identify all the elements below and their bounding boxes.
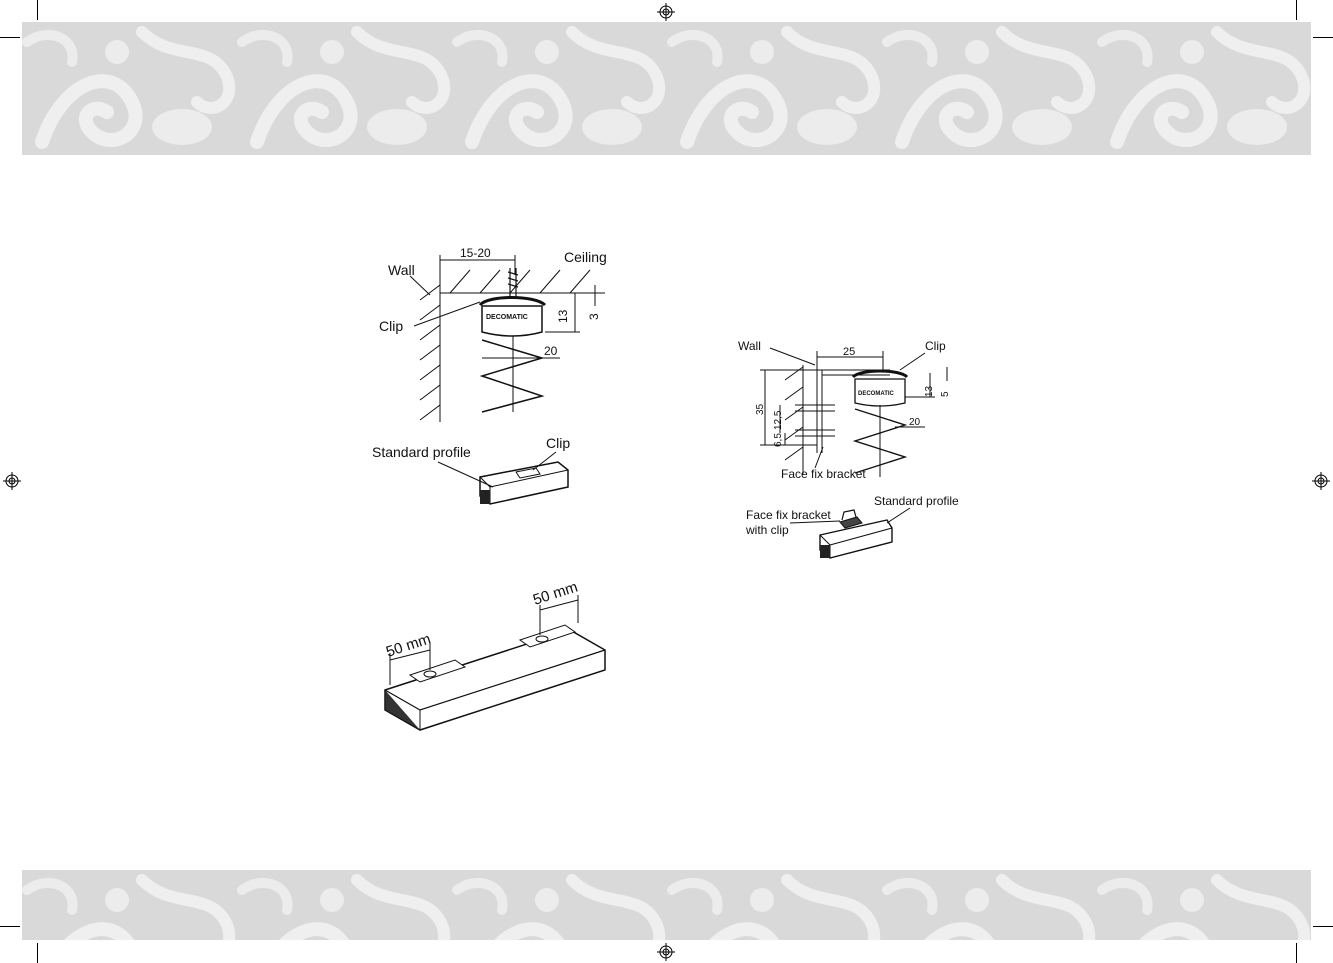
face-fix-bracket-detail: Face fix bracket with clip Standard prof… (745, 494, 959, 559)
crop-mark (1313, 926, 1333, 927)
spacing-right-label: 50 mm (531, 578, 580, 608)
face-fix-bracket-label: Face fix bracket (746, 508, 831, 522)
face-fix-bracket-label: Face fix bracket (781, 467, 866, 481)
dimension-screw-spacing: 12,5 (773, 410, 784, 430)
wall-fix-diagram: DECOMATIC Wall Clip 25 35 12,5 6,5 13 5 … (738, 339, 951, 481)
registration-mark-icon (1312, 472, 1330, 490)
standard-profile-label: Standard profile (372, 444, 471, 460)
spacing-left-label: 50 mm (384, 630, 433, 660)
clip-spacing-detail: 50 mm 50 mm (384, 578, 606, 731)
wall-label: Wall (388, 262, 415, 278)
dimension-gap: 25 (843, 346, 855, 358)
dimension-top: 5 (940, 391, 951, 397)
dimension-total: 35 (755, 403, 766, 415)
crop-mark (1296, 0, 1297, 20)
clip-label: Clip (546, 435, 570, 451)
damask-footer-band (22, 870, 1311, 940)
with-clip-label: with clip (745, 523, 789, 537)
crop-mark (0, 926, 20, 927)
clip-label: Clip (379, 318, 403, 334)
standard-profile-detail: Standard profile Clip (372, 435, 570, 505)
dimension-pleat: 20 (909, 417, 921, 428)
crop-mark (37, 943, 38, 963)
registration-mark-icon (3, 472, 21, 490)
standard-profile-label: Standard profile (874, 494, 959, 508)
dimension-height: 13 (556, 309, 570, 323)
dimension-top: 3 (587, 313, 601, 320)
wall-label: Wall (738, 339, 761, 353)
brand-logo: DECOMATIC (858, 391, 895, 397)
clip-label: Clip (925, 339, 946, 353)
dimension-gap: 15-20 (460, 246, 491, 260)
crop-mark (1313, 37, 1333, 38)
ceiling-label: Ceiling (564, 249, 607, 265)
crop-mark (1296, 943, 1297, 963)
dimension-height: 13 (924, 385, 935, 397)
ceiling-fix-diagram: DECOMATIC 15-20 13 3 20 Wall Ceiling Cli… (379, 246, 607, 422)
registration-mark-icon (657, 943, 675, 961)
crop-mark (0, 37, 20, 38)
brand-logo: DECOMATIC (486, 314, 528, 321)
damask-header-band (22, 22, 1311, 155)
dimension-pleat: 20 (544, 344, 558, 358)
crop-mark (37, 0, 38, 20)
registration-mark-icon (657, 3, 675, 21)
dimension-lower: 6,5 (773, 433, 784, 447)
